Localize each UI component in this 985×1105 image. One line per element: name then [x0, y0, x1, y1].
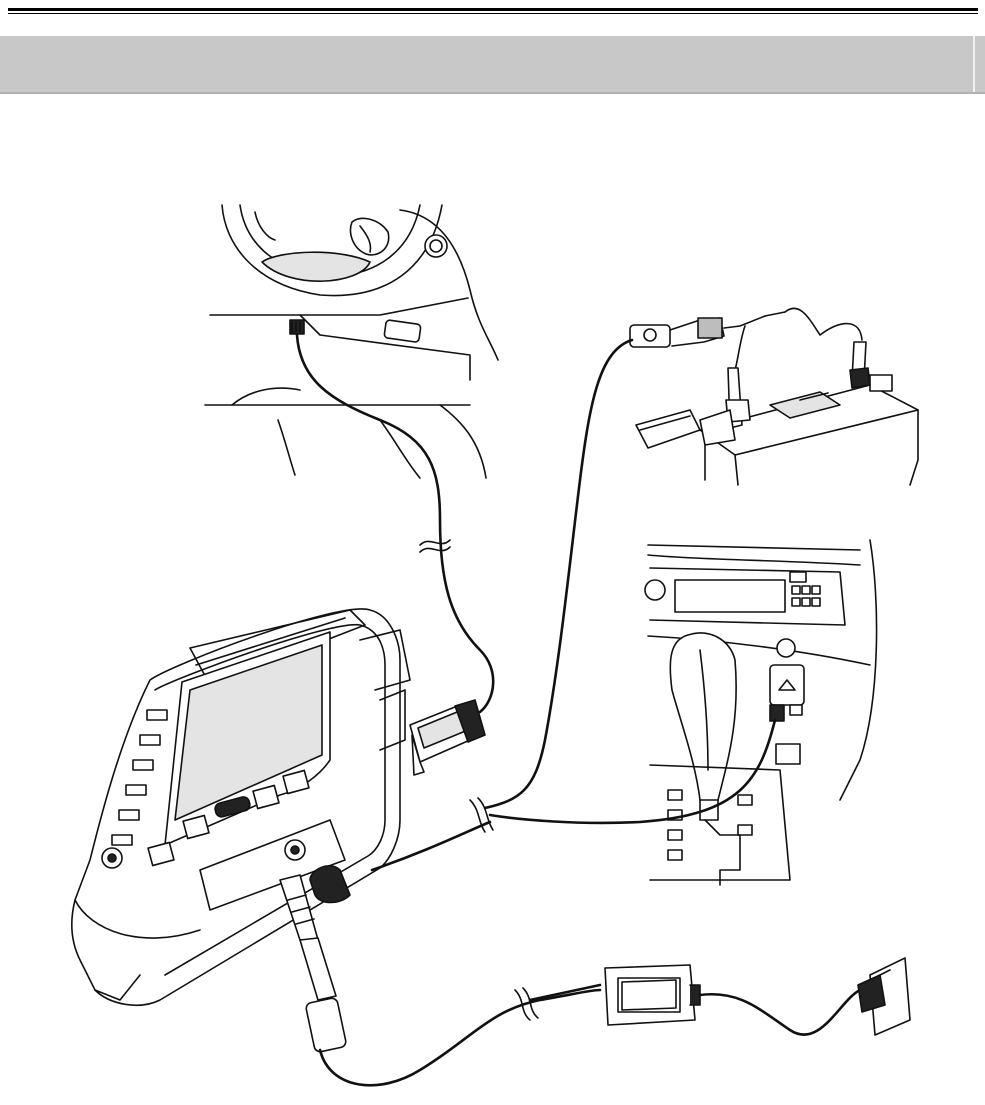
cable-break-symbol-1 — [420, 540, 450, 545]
battery-clamp-cable-icon — [630, 308, 870, 448]
obd-dlc-connector-icon — [410, 700, 485, 775]
wall-outlet-icon — [858, 958, 910, 1035]
steering-wheel-dlc-panel-icon — [205, 205, 498, 478]
scan-tool-device-icon — [72, 609, 410, 1005]
ac-dc-power-adapter-icon — [605, 965, 860, 1035]
battery-cable — [485, 340, 632, 808]
power-cable-icon — [280, 866, 600, 1085]
